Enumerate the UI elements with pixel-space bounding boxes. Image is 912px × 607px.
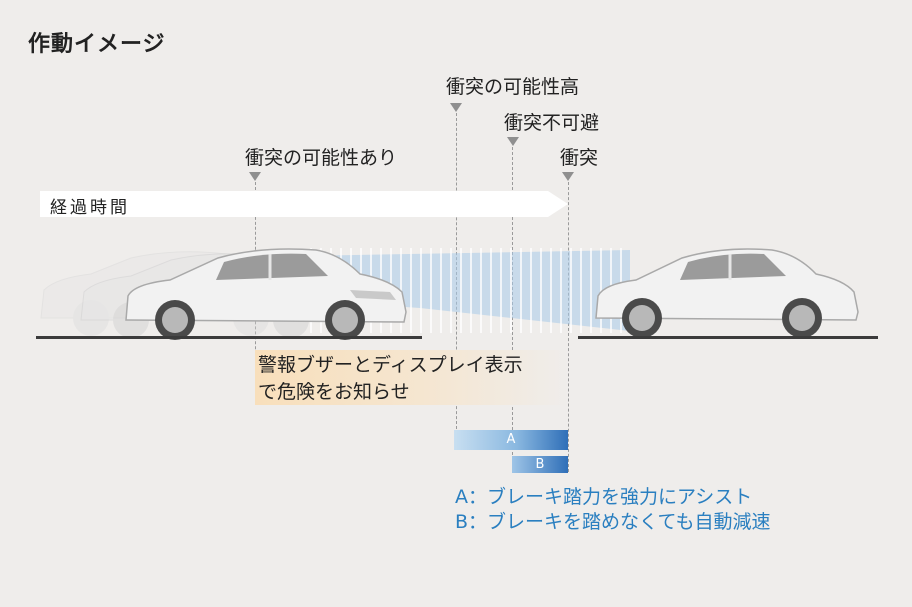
marker-unavoidable (507, 137, 519, 146)
marker-possible (249, 172, 261, 181)
alert-text-line1: 警報ブザーとディスプレイ表示 (258, 354, 523, 376)
timeline-label: 経過時間 (50, 198, 130, 218)
ground-line-right (578, 336, 878, 339)
brake-bar-b: B (512, 456, 568, 473)
approaching-car (125, 248, 407, 340)
brake-bar-a-label: A (506, 432, 516, 447)
alert-box (255, 350, 568, 405)
brake-bar-b-label: B (535, 457, 545, 472)
legend-a: A：ブレーキ踏力を強力にアシスト (455, 486, 753, 508)
marker-collision (562, 172, 574, 181)
event-label-possible: 衝突の可能性あり (245, 147, 398, 169)
page-title: 作動イメージ (28, 32, 166, 57)
event-label-collision: 衝突 (560, 147, 599, 169)
event-label-high: 衝突の可能性高 (446, 76, 580, 98)
legend-b: B：ブレーキを踏めなくても自動減速 (455, 511, 771, 533)
alert-text-line2: で危険をお知らせ (258, 381, 410, 403)
brake-bar-a: A (454, 430, 568, 450)
car-ahead (595, 248, 859, 338)
ground-line-left (36, 336, 422, 339)
event-label-unavoidable: 衝突不可避 (504, 112, 600, 134)
timeline-arrow (40, 191, 568, 217)
marker-high (450, 103, 462, 112)
guide-line-collision (568, 182, 569, 472)
